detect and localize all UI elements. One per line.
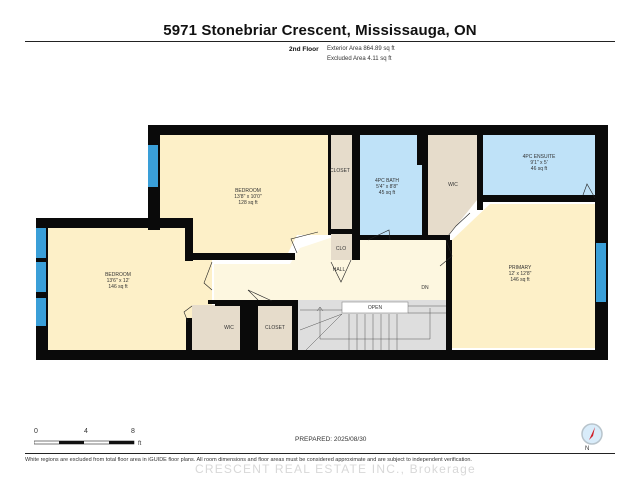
room-fills [48, 135, 595, 351]
page-title: 5971 Stonebriar Crescent, Mississauga, O… [163, 22, 477, 39]
brokerage-watermark: CRESCENT REAL ESTATE INC., Brokerage [195, 462, 476, 476]
room-4pc-ensuite[interactable] [483, 135, 595, 195]
windows [36, 145, 606, 326]
svg-text:5'4" x 8'8": 5'4" x 8'8" [376, 184, 398, 190]
svg-text:13'6" x 12': 13'6" x 12' [107, 278, 130, 284]
svg-text:45 sq ft: 45 sq ft [379, 190, 396, 196]
excluded-area: Excluded Area 4.11 sq ft [327, 56, 392, 62]
floor-label: 2nd Floor [289, 46, 319, 53]
svg-text:12' x 12'8": 12' x 12'8" [509, 271, 532, 277]
room-wic-top[interactable] [428, 135, 477, 236]
prepared-date: PREPARED: 2025/08/30 [295, 436, 367, 443]
svg-text:OPEN: OPEN [368, 305, 383, 311]
svg-text:CLOSET: CLOSET [330, 168, 350, 174]
stair-open-landing [341, 301, 409, 314]
svg-text:WIC: WIC [224, 325, 234, 331]
stair-treads [299, 305, 446, 351]
svg-text:CLOSET: CLOSET [265, 325, 285, 331]
room-hall[interactable] [214, 238, 446, 312]
scale-tick-4: 4 [84, 428, 88, 435]
exterior-area: Exterior Area 864.89 sq ft [327, 46, 395, 52]
svg-text:PRIMARY: PRIMARY [509, 265, 532, 271]
svg-text:146 sq ft: 146 sq ft [510, 277, 530, 283]
room-4pc-bath[interactable] [360, 135, 422, 235]
svg-text:N: N [585, 446, 589, 452]
svg-text:46 sq ft: 46 sq ft [531, 166, 548, 172]
title-divider [25, 41, 615, 42]
room-clo[interactable] [331, 234, 352, 260]
disclaimer-text: White regions are excluded from total fl… [25, 457, 472, 463]
room-wic-bottom[interactable] [192, 305, 240, 350]
svg-text:4PC BATH: 4PC BATH [375, 178, 399, 184]
svg-text:146 sq ft: 146 sq ft [108, 284, 128, 290]
room-primary[interactable] [452, 204, 595, 348]
room-closet-bottom[interactable] [258, 305, 292, 350]
scale-tick-8: 8 [131, 428, 135, 435]
svg-text:CLO: CLO [336, 246, 346, 252]
scale-bar-graphic [34, 440, 135, 445]
svg-text:DN: DN [421, 285, 429, 291]
svg-text:WIC: WIC [448, 182, 458, 188]
svg-text:128 sq ft: 128 sq ft [238, 200, 258, 206]
room-bedroom-left[interactable] [48, 228, 212, 350]
svg-text:13'8" x 10'0": 13'8" x 10'0" [234, 194, 262, 200]
footer-divider [25, 453, 615, 454]
scale-unit: ft [138, 441, 142, 447]
svg-text:HALL: HALL [333, 267, 346, 273]
svg-text:4PC ENSUITE: 4PC ENSUITE [523, 154, 556, 160]
scale-tick-0: 0 [34, 428, 38, 435]
svg-text:BEDROOM: BEDROOM [235, 188, 261, 194]
doors [183, 183, 596, 323]
svg-text:BEDROOM: BEDROOM [105, 272, 131, 278]
compass-icon: N [581, 423, 603, 452]
room-closet-top[interactable] [331, 135, 352, 229]
room-labels: BEDROOM 13'8" x 10'0" 128 sq ft BEDROOM … [105, 154, 556, 331]
svg-text:9'1" x 5': 9'1" x 5' [530, 160, 547, 166]
room-bedroom-top[interactable] [160, 135, 328, 253]
